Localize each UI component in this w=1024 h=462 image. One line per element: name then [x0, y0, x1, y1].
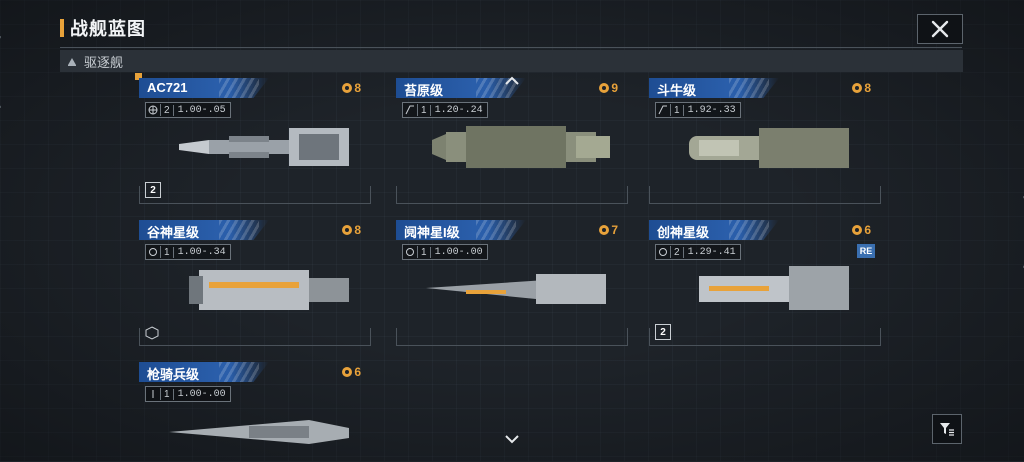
close-button[interactable] — [917, 14, 963, 44]
ship-stats: 1 1.00-.34 — [145, 244, 231, 260]
filter-icon — [940, 423, 954, 436]
ship-name: AC721 — [147, 80, 188, 95]
blueprint-card-lancer[interactable]: 枪骑兵级 6 1 1.00-.00 — [139, 362, 371, 461]
chevron-up-icon[interactable] — [504, 76, 520, 86]
blueprint-cost: 6 — [342, 365, 361, 379]
filter-button[interactable] — [932, 414, 962, 444]
faction-icon — [656, 246, 671, 258]
coin-icon — [852, 225, 863, 235]
ship-blueprint-image — [179, 128, 349, 166]
ship-blueprint-image — [689, 128, 849, 168]
coin-icon — [599, 83, 610, 93]
ship-stats: 1 1.00-.00 — [145, 386, 231, 402]
blueprint-cost: 9 — [599, 81, 618, 95]
ship-name: 枪骑兵级 — [147, 367, 200, 382]
ship-blueprint-image — [169, 420, 349, 444]
ship-name: 创神星级 — [657, 225, 710, 240]
close-icon — [931, 20, 949, 38]
blueprint-cost: 8 — [852, 81, 871, 95]
coin-icon — [599, 225, 610, 235]
hex-class-icon — [145, 326, 159, 340]
coin-icon — [342, 367, 353, 377]
ship-stats: 1 1.00-.00 — [402, 244, 488, 260]
blueprint-cost: 7 — [599, 223, 618, 237]
blueprint-card-ceres[interactable]: 谷神星级 8 1 1.00-.34 — [139, 220, 371, 346]
coin-icon — [342, 225, 353, 235]
ship-stats: 1 1.20-.24 — [402, 102, 488, 118]
blueprint-cost: 6 — [852, 223, 871, 237]
title-accent-bar — [60, 19, 64, 37]
ship-stats: 1 1.92-.33 — [655, 102, 741, 118]
category-filter-bar[interactable]: 驱逐舰 — [60, 50, 963, 72]
lineage-icon — [656, 104, 671, 116]
ship-blueprint-image — [426, 274, 606, 304]
warship-type-icon — [68, 57, 76, 65]
ship-blueprint-image — [432, 126, 610, 168]
ship-stats: 2 1.00-.05 — [145, 102, 231, 118]
blueprint-card-eris[interactable]: 阋神星I级 7 1 1.00-.00 — [396, 220, 628, 346]
coin-icon — [342, 83, 353, 93]
ship-name: 阋神星I级 — [404, 225, 460, 240]
tier-badge: 2 — [655, 324, 671, 340]
lance-icon — [146, 388, 161, 400]
category-label: 驱逐舰 — [84, 54, 124, 70]
blueprint-card-quaoar[interactable]: 创神星级 6 2 1.29-.41 RE 2 — [649, 220, 881, 346]
blueprint-card-ac721[interactable]: AC721 8 2 1.00-.05 2 — [135, 73, 371, 204]
name-tab — [139, 78, 269, 98]
selected-marker — [135, 73, 142, 80]
ship-blueprint-image — [699, 266, 849, 310]
faction-icon — [403, 246, 418, 258]
ship-name: 谷神星级 — [147, 225, 200, 240]
re-badge: RE — [857, 244, 875, 258]
ship-blueprint-image — [189, 270, 349, 310]
blueprint-cost: 8 — [342, 81, 361, 95]
ship-name: 斗牛级 — [657, 83, 697, 98]
tier-badge: 2 — [145, 182, 161, 198]
page-title: 战舰蓝图 — [70, 19, 146, 39]
chevron-down-icon[interactable] — [504, 434, 520, 444]
header-divider — [60, 47, 962, 48]
globe-icon — [146, 104, 161, 116]
coin-icon — [852, 83, 863, 93]
ship-name: 苔原级 — [404, 83, 444, 98]
lineage-icon — [403, 104, 418, 116]
right-arc-decoration — [1008, 190, 1024, 274]
ship-stats: 2 1.29-.41 — [655, 244, 741, 260]
page-header: 战舰蓝图 — [60, 14, 146, 42]
faction-icon — [146, 246, 161, 258]
blueprint-card-tundra[interactable]: 苔原级 9 1 1.20-.24 — [396, 78, 628, 204]
blueprint-cost: 8 — [342, 223, 361, 237]
blueprint-card-bullfight[interactable]: 斗牛级 8 1 1.92-.33 — [649, 78, 881, 204]
